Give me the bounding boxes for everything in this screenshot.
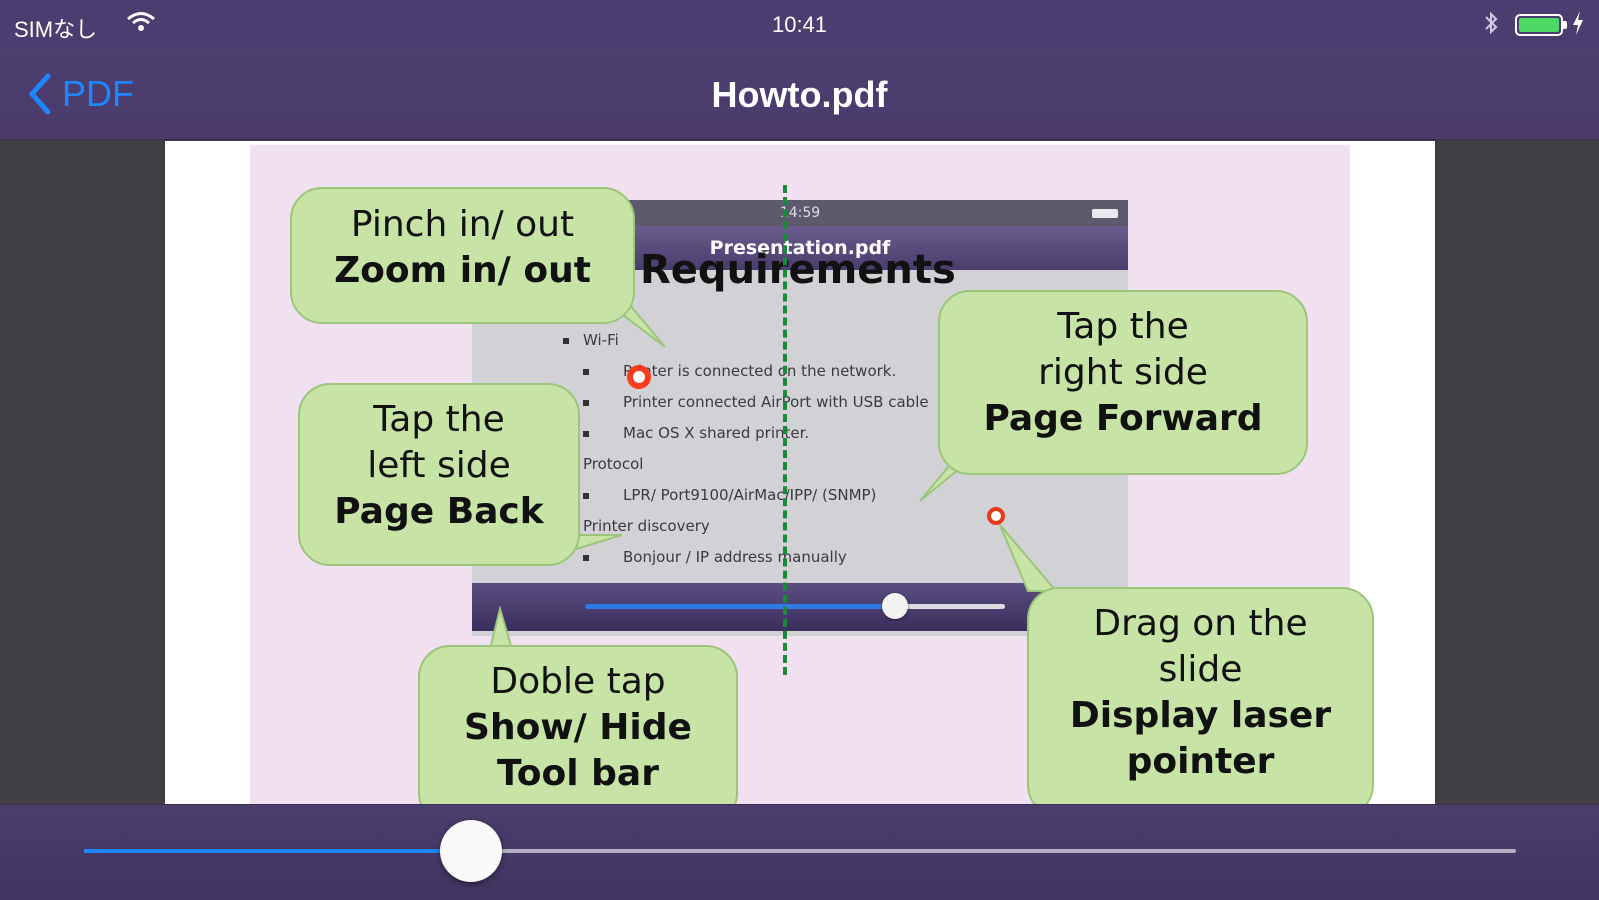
callout-text: Pinch in/ out xyxy=(350,204,575,245)
mock-slider-fill xyxy=(585,604,895,609)
wifi-icon xyxy=(126,10,156,34)
page-slider-knob[interactable] xyxy=(439,820,502,882)
laser-pointer-dot xyxy=(627,365,651,389)
mock-time: 14:59 xyxy=(779,205,821,221)
help-slide: 14:59 Presentation.pdf Requirements Wi-F… xyxy=(250,145,1374,804)
list-item: Bonjour / IP address manually xyxy=(583,542,1143,573)
laser-pointer-dot xyxy=(987,507,1005,525)
callout-zoom: Pinch in/ out Zoom in/ out xyxy=(290,187,635,324)
carrier-label: SIMなし xyxy=(14,17,98,42)
callout-action: Zoom in/ out xyxy=(334,250,591,291)
navigation-bar: PDF Howto.pdf xyxy=(0,50,1599,140)
callout-page-back: Tap the left side Page Back xyxy=(298,383,580,566)
callout-text: Tap the xyxy=(1057,306,1189,347)
page-slider-fill xyxy=(84,849,471,853)
callout-tail xyxy=(488,605,514,650)
charging-bolt-icon xyxy=(1571,10,1585,36)
bluetooth-icon xyxy=(1483,9,1499,37)
callout-text: Tap the xyxy=(373,399,505,440)
status-bar: SIMなし 10:41 xyxy=(0,0,1599,50)
callout-text: right side xyxy=(1038,352,1208,393)
callout-toolbar: Doble tap Show/ Hide Tool bar xyxy=(418,645,738,804)
pdf-page[interactable]: 14:59 Presentation.pdf Requirements Wi-F… xyxy=(165,141,1435,804)
callout-tail xyxy=(999,524,1059,592)
slide-heading: Requirements xyxy=(640,247,956,293)
callout-laser-pointer: Drag on the slide Display laser pointer xyxy=(1027,587,1374,804)
list-item: Printer is connected on the network. xyxy=(583,356,1143,387)
list-item: Wi-Fi xyxy=(563,325,1143,356)
list-item: Printer discovery xyxy=(563,511,1143,542)
battery-icon xyxy=(1515,14,1567,36)
list-item: LPR/ Port9100/AirMac/IPP/ (SNMP) xyxy=(583,480,1143,511)
page-slider[interactable] xyxy=(84,820,1516,882)
clock: 10:41 xyxy=(771,12,828,37)
chevron-left-icon xyxy=(29,73,51,115)
callout-action: pointer xyxy=(1126,741,1275,782)
callout-action: Tool bar xyxy=(497,753,659,794)
list-item: Printer connected AirPort with USB cable xyxy=(583,387,1143,418)
bottom-toolbar xyxy=(0,804,1599,900)
document-viewer[interactable]: 14:59 Presentation.pdf Requirements Wi-F… xyxy=(0,140,1599,900)
document-title: Howto.pdf xyxy=(711,74,888,115)
center-divider-line xyxy=(783,185,787,675)
back-button-label: PDF xyxy=(62,73,134,114)
battery-tip xyxy=(1563,21,1567,29)
callout-action: Page Back xyxy=(334,491,544,532)
back-button[interactable]: PDF xyxy=(26,72,134,116)
callout-text: Doble tap xyxy=(490,661,666,702)
list-item: Mac OS X shared printer. xyxy=(583,418,1143,449)
callout-page-forward: Tap the right side Page Forward xyxy=(938,290,1308,475)
callout-text: left side xyxy=(367,445,511,486)
battery-level xyxy=(1519,18,1559,32)
callout-action: Display laser xyxy=(1069,695,1332,736)
callout-text: Drag on the xyxy=(1093,603,1308,644)
callout-action: Show/ Hide xyxy=(464,707,692,748)
mock-slider-track xyxy=(895,604,1005,609)
mock-slider-knob xyxy=(882,593,908,619)
mock-battery-icon xyxy=(1092,209,1118,218)
callout-action: Page Forward xyxy=(983,398,1263,439)
callout-text: slide xyxy=(1158,649,1243,690)
slide-bullet-list: Wi-Fi Printer is connected on the networ… xyxy=(563,325,1143,573)
